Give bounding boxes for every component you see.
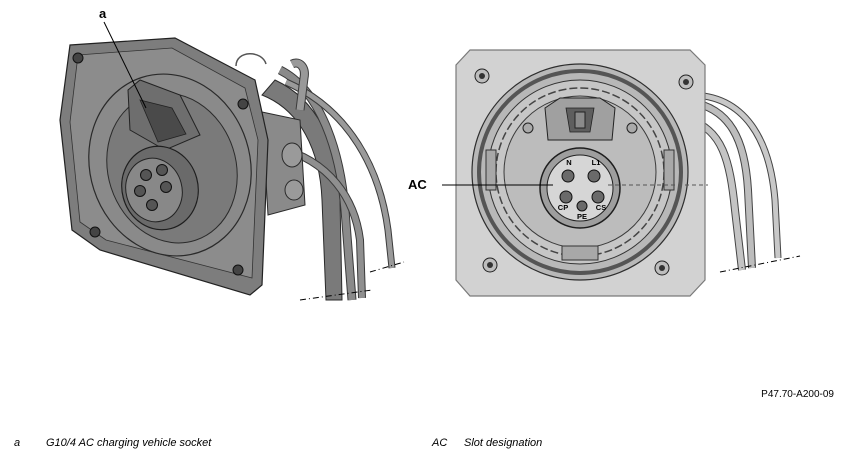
left-pin-hole-1 (140, 169, 152, 181)
socket-front-view: N L1 CP CS PE (442, 49, 801, 297)
left-socket-face (125, 157, 183, 223)
left-cable-2-fill (284, 79, 395, 269)
right-latch-pin (574, 111, 586, 129)
left-pin-hole-4 (160, 181, 172, 193)
pin-label-n: N (566, 158, 571, 167)
pin-cs (591, 190, 605, 204)
right-latch-screw-2 (626, 122, 638, 134)
pin-label-l1: L1 (592, 158, 601, 167)
socket-perspective-view (59, 21, 405, 301)
pin-cp (559, 190, 573, 204)
right-mount-hole-1-core (479, 73, 485, 79)
legend-key: AC (432, 437, 448, 449)
left-cable-4-fill (290, 59, 308, 111)
left-mount-hole-3 (89, 226, 101, 238)
left-mount-hole-2 (237, 98, 249, 110)
right-mount-hole-2-core (683, 79, 689, 85)
right-tab-bottom (561, 245, 599, 261)
left-mount-hole-1 (72, 52, 84, 64)
legend-item-a: a G10/4 AC charging vehicle socket (14, 437, 211, 449)
pin-label-pe: PE (577, 212, 587, 221)
legend-item-ac: AC Slot designation (432, 437, 542, 449)
left-connector-boss-2 (284, 179, 304, 201)
left-cut-line (299, 261, 405, 301)
right-mount-hole-4-core (659, 265, 665, 271)
pin-label-cs: CS (596, 203, 606, 212)
left-pin-hole-5 (146, 199, 158, 211)
pin-label-cp: CP (558, 203, 568, 212)
right-gasket-ring (477, 69, 683, 275)
left-latch-recess (139, 99, 187, 143)
right-tab-right (663, 149, 675, 191)
callout-label-a: a (99, 6, 107, 21)
pin-n (561, 169, 575, 183)
right-cut-line (719, 255, 801, 273)
legend-key: a (14, 437, 21, 449)
left-mount-hole-4 (232, 264, 244, 276)
left-pin-hole-3 (134, 185, 146, 197)
right-latch-screw-1 (522, 122, 534, 134)
right-tab-left (485, 149, 497, 191)
pin-pe (576, 200, 588, 212)
right-mount-hole-3-core (487, 262, 493, 268)
callout-a-leader (103, 21, 147, 109)
left-wire-loop (235, 53, 267, 67)
left-connector-boss-1 (281, 142, 303, 168)
legend-text: Slot designation (464, 437, 543, 449)
legend-text: G10/4 AC charging vehicle socket (46, 437, 212, 449)
right-cable-3-fill (689, 92, 781, 259)
left-pin-hole-2 (156, 164, 168, 176)
reference-code: P47.70-A200-09 (761, 389, 834, 400)
pin-l1 (587, 169, 601, 183)
technical-illustration: N L1 CP CS PE (59, 21, 801, 301)
callout-label-ac: AC (408, 177, 427, 192)
